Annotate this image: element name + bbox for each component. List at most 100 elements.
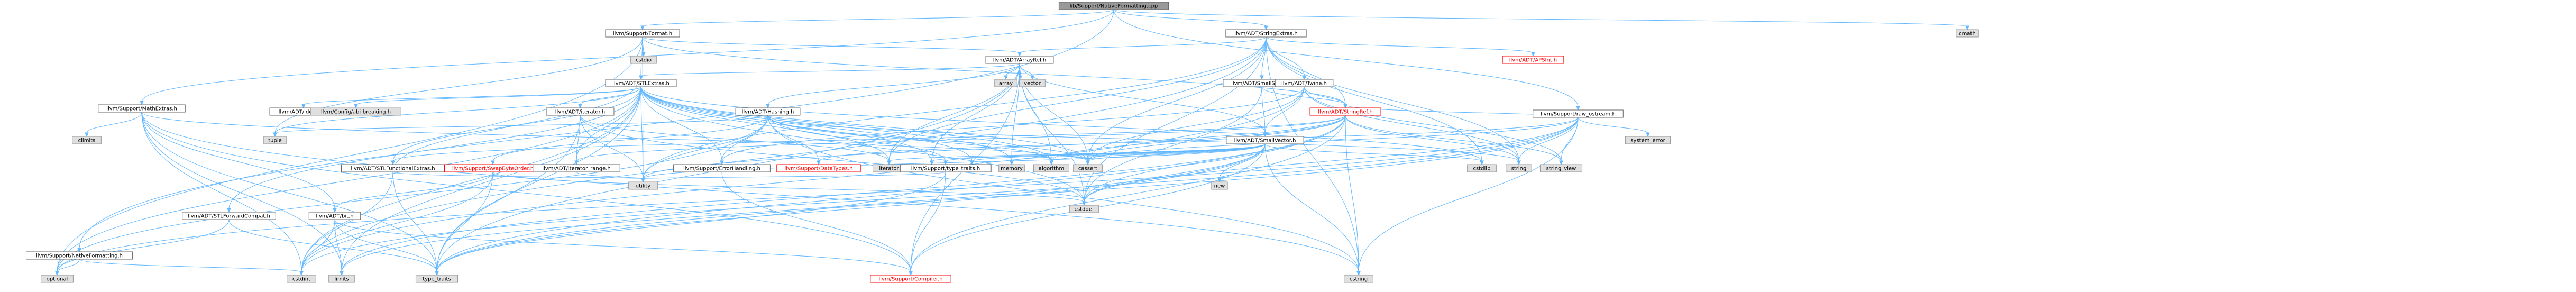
dependency-edge — [273, 115, 768, 138]
dependency-edge — [55, 219, 230, 276]
dependency-edge — [391, 115, 1346, 166]
dependency-edge — [640, 86, 1014, 166]
dependency-edge — [1082, 117, 1579, 206]
dependency-edge — [576, 171, 645, 183]
file-node[interactable]: llvm/Support/ErrorHandling.h — [673, 164, 771, 172]
dependency-edge — [1019, 63, 1090, 166]
file-node: new — [1211, 181, 1228, 190]
file-node[interactable]: llvm/ADT/STLForwardCompat.h — [182, 212, 276, 220]
file-node: algorithm — [1033, 164, 1069, 172]
file-node: cstddef — [1069, 205, 1099, 213]
node-label: llvm/ADT/identity.h — [279, 110, 329, 115]
node-label: llvm/ADT/SmallVector.h — [1234, 138, 1296, 144]
dependency-edge — [299, 219, 335, 276]
node-label: cstring — [1350, 277, 1368, 282]
file-node: system_error — [1625, 136, 1671, 144]
file-node[interactable]: llvm/ADT/STLFunctionalExtras.h — [341, 164, 445, 172]
node-label: memory — [1001, 166, 1023, 172]
file-node: cstdlib — [1467, 164, 1497, 172]
file-node: utility — [628, 181, 658, 190]
node-label: llvm/ADT/bit.h — [316, 214, 353, 220]
node-label: algorithm — [1039, 166, 1064, 172]
dependency-edge — [640, 86, 1090, 166]
dependency-edge — [354, 86, 641, 109]
dependency-edge — [1019, 63, 1053, 166]
file-node: cstring — [1344, 275, 1373, 283]
dependency-edge — [1559, 117, 1579, 166]
dependency-edge — [1113, 9, 1969, 31]
node-label: optional — [47, 277, 68, 282]
file-node[interactable]: llvm/Support/raw_ostream.h — [1533, 110, 1624, 118]
node-label: llvm/Support/Format.h — [613, 31, 672, 37]
node-label: llvm/ADT/STLForwardCompat.h — [188, 214, 270, 220]
node-label: llvm/ADT/StringRef.h — [1318, 110, 1372, 115]
dependency-edge — [334, 219, 439, 276]
node-label: type_traits — [423, 277, 451, 282]
root-file-node[interactable]: lib/Support/NativeFormatting.cpp — [1058, 2, 1169, 10]
file-node[interactable]: llvm/Support/Compiler.h — [870, 275, 951, 283]
file-node: cassert — [1073, 164, 1103, 172]
dependency-edge — [767, 115, 1361, 276]
node-label: utility — [636, 184, 651, 189]
dependency-edge — [141, 112, 439, 276]
dependency-edge — [641, 171, 946, 183]
file-node[interactable]: llvm/ADT/APSInt.h — [1502, 56, 1564, 64]
node-label: llvm/Support/Compiler.h — [878, 277, 942, 282]
dependency-edge — [720, 115, 768, 166]
file-node[interactable]: llvm/ADT/STLExtras.h — [605, 79, 677, 87]
dependency-edge — [299, 117, 1579, 276]
dependency-edge — [1086, 117, 1579, 166]
dependency-edge — [767, 115, 1521, 166]
file-node[interactable]: llvm/Support/MathExtras.h — [98, 104, 186, 113]
dependency-edge — [1266, 36, 1306, 80]
file-node[interactable]: llvm/Support/SwapByteOrder.h — [444, 164, 542, 172]
node-label: string_view — [1546, 166, 1576, 172]
file-node[interactable]: llvm/Support/DataTypes.h — [776, 164, 861, 172]
edges-layer — [55, 9, 1969, 276]
file-node[interactable]: llvm/Support/NativeFormatting.h — [25, 251, 133, 260]
dependency-edge — [435, 171, 946, 276]
node-label: llvm/ADT/Hashing.h — [742, 110, 794, 115]
dependency-edge — [492, 171, 1086, 206]
file-node[interactable]: llvm/ADT/StringRef.h — [1309, 107, 1381, 116]
node-label: llvm/Support/raw_ostream.h — [1541, 112, 1616, 117]
node-label: llvm/ADT/STLFunctionalExtras.h — [351, 166, 435, 172]
dependency-edge — [580, 115, 891, 166]
file-node[interactable]: llvm/ADT/Hashing.h — [735, 107, 801, 116]
dependency-edge — [1345, 115, 1563, 166]
dependency-edge — [79, 259, 304, 276]
file-node: llvm/Config/abi-breaking.h — [310, 107, 401, 116]
dependency-edge — [141, 112, 337, 213]
file-node[interactable]: llvm/Support/type_traits.h — [900, 164, 991, 172]
dependency-edge — [340, 115, 1346, 276]
node-label: cmath — [1959, 31, 1976, 37]
dependency-edge — [299, 36, 1267, 276]
dependency-edge — [392, 75, 643, 172]
dependency-edge — [1086, 36, 1267, 166]
file-node[interactable]: llvm/ADT/StringExtras.h — [1225, 29, 1307, 38]
file-node[interactable]: llvm/ADT/SmallVector.h — [1226, 136, 1304, 144]
dependency-edge — [227, 86, 641, 213]
dependency-edge — [435, 115, 581, 276]
node-label: lib/Support/NativeFormatting.cpp — [1070, 4, 1158, 10]
dependency-edge — [1266, 36, 1535, 57]
dependency-edge — [641, 36, 1267, 183]
file-node[interactable]: llvm/ADT/ArrayRef.h — [985, 56, 1054, 64]
node-label: cstdlib — [1473, 166, 1491, 172]
dependency-edge — [435, 171, 493, 276]
file-node: memory — [998, 164, 1025, 172]
file-node[interactable]: llvm/Support/Format.h — [605, 29, 680, 38]
file-node[interactable]: llvm/ADT/bit.h — [308, 212, 361, 220]
node-label: new — [1214, 184, 1225, 189]
dependency-edge — [85, 112, 142, 138]
file-node: cstdio — [630, 56, 657, 64]
file-node[interactable]: llvm/ADT/Twine.h — [1275, 79, 1334, 87]
node-label: llvm/Support/type_traits.h — [911, 166, 980, 172]
node-label: llvm/Support/SwapByteOrder.h — [452, 166, 534, 172]
file-node[interactable]: llvm/ADT/iterator.h — [546, 107, 615, 116]
file-node: tuple — [263, 136, 287, 144]
node-label: tuple — [268, 138, 282, 144]
file-node[interactable]: llvm/ADT/iterator_range.h — [533, 164, 620, 172]
node-label: llvm/ADT/STLExtras.h — [612, 81, 670, 87]
